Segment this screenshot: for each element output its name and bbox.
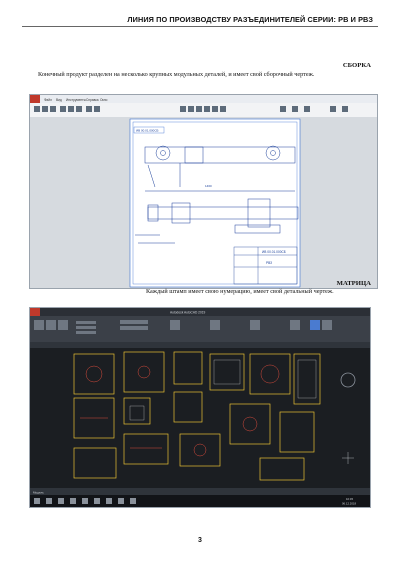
drawing-code: ИВ 00.01.000СБ [136,129,159,133]
menu-item: Вид [56,98,62,102]
clock-date: 06.12.2018 [342,502,356,506]
document-title: ЛИНИЯ ПО ПРОИЗВОДСТВУ РАЗЪЕДИНИТЕЛЕЙ СЕР… [127,15,373,24]
model-tab: Модель [33,491,44,495]
app-title: Autodesk AutoCAD 2019 [170,311,205,315]
autocad-matrix-screenshot: Autodesk AutoCAD 2019 [29,307,371,508]
section-text-matrix: Каждый штамп имеет свою нумерацию, имеет… [146,288,334,295]
title-block-code: ИВ 00.01.000СБ [262,250,286,254]
menu-item: Инструменты [66,98,87,102]
menu-item: Окно [100,98,108,102]
title-block-name: РВЗ [266,261,272,265]
cad-assembly-screenshot: Файл Вид Инструменты Справка Окно ИВ 00.… [29,94,378,289]
section-heading-matrix: МАТРИЦА [336,280,371,287]
menu-item: Файл [44,98,52,102]
menu-item: Справка [86,98,99,102]
clock-time: 10:45 [346,497,353,501]
section-text-assembly: Конечный продукт разделен на несколько к… [38,71,315,78]
dimension-label: 1460 [205,184,212,188]
page-number: 3 [198,537,202,544]
section-heading-assembly: СБОРКА [342,62,371,69]
page-header: ЛИНИЯ ПО ПРОИЗВОДСТВУ РАЗЪЕДИНИТЕЛЕЙ СЕР… [0,0,400,32]
header-rule [22,26,378,27]
